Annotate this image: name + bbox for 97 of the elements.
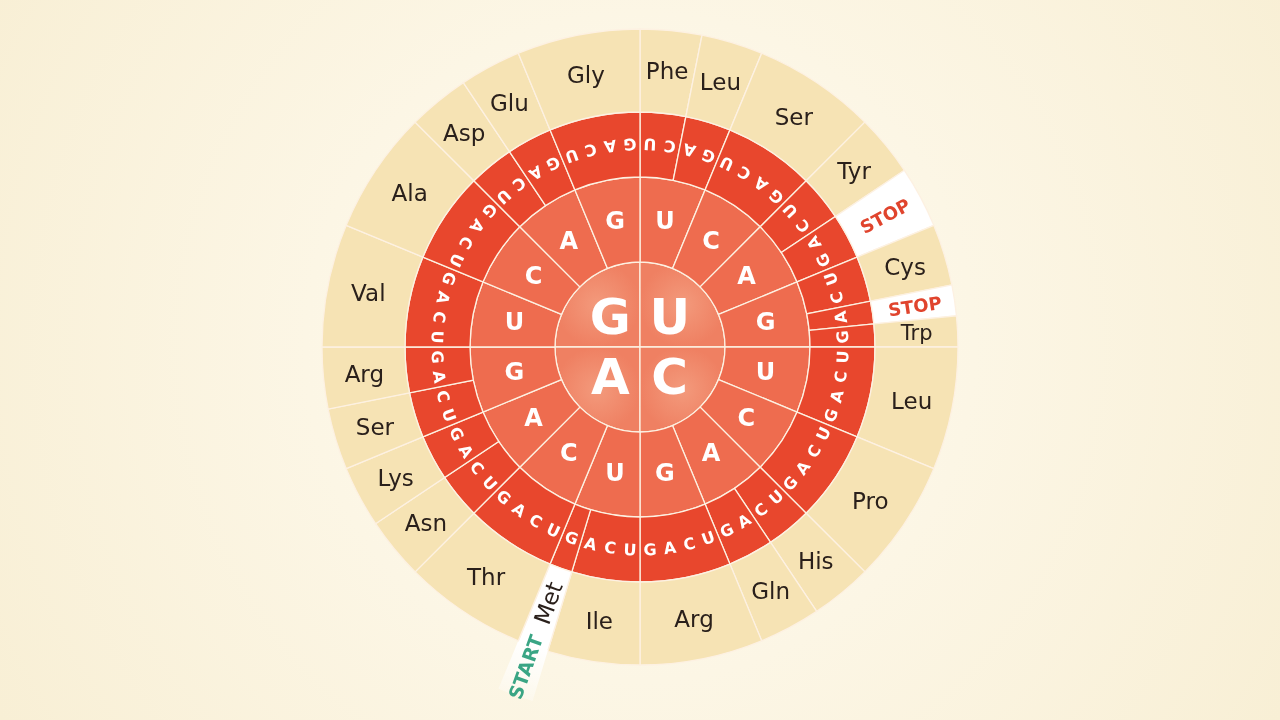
base-letter: U <box>504 308 525 337</box>
base-letter: C <box>826 289 848 306</box>
amino-acid-label: His <box>797 548 834 575</box>
amino-acid-label: Phe <box>645 58 689 85</box>
base-letter: A <box>582 533 599 555</box>
base-letter: U <box>699 527 718 550</box>
base-letter: A <box>559 226 579 255</box>
base-letter: A <box>525 161 546 185</box>
base-letter: C <box>737 404 756 433</box>
base-letter: G <box>605 207 625 236</box>
base-letter: A <box>734 509 755 533</box>
amino-acid-label: Leu <box>699 68 741 95</box>
amino-acid-label: Arg <box>674 605 714 632</box>
base-letter: A <box>681 139 698 161</box>
base-letter: G <box>819 406 843 425</box>
base-letter: U <box>832 350 853 364</box>
base-letter: U <box>812 423 835 444</box>
base-letter: G <box>437 269 461 288</box>
amino-acid-label: Arg <box>344 361 385 388</box>
amino-acid-label: Gly <box>567 62 605 89</box>
middle-ring-segment <box>482 378 581 468</box>
base-letter: C <box>524 261 543 290</box>
base-letter: A <box>432 289 454 306</box>
base-letter: A <box>590 347 630 406</box>
base-letter: U <box>543 519 564 542</box>
base-letter: A <box>602 135 618 157</box>
base-letter: U <box>643 134 657 155</box>
base-letter: U <box>445 250 468 271</box>
base-letter: A <box>454 441 478 462</box>
base-letter: G <box>642 539 657 560</box>
base-letter: G <box>504 357 525 386</box>
base-letter: C <box>582 139 599 161</box>
base-letter: U <box>649 288 690 347</box>
base-letter: G <box>832 330 853 345</box>
middle-ring-segment <box>699 378 798 468</box>
base-letter: G <box>589 288 631 347</box>
amino-acid-label: Met <box>528 578 568 628</box>
base-letter: A <box>524 404 543 433</box>
amino-acid-label: Cys <box>884 253 926 280</box>
base-letter: C <box>702 226 720 255</box>
base-letter: C <box>830 369 852 384</box>
base-letter: A <box>826 388 848 405</box>
base-letter: G <box>562 526 581 550</box>
base-letter: C <box>662 135 677 157</box>
base-letter: C <box>603 537 618 559</box>
base-letter: U <box>820 269 843 288</box>
base-letter: U <box>755 357 776 386</box>
amino-acid-label: Trp <box>900 321 933 346</box>
base-letter: U <box>427 330 448 344</box>
base-letter: U <box>655 207 675 236</box>
base-letter: G <box>716 519 737 542</box>
base-letter: G <box>812 250 835 271</box>
amino-acid-label: Leu <box>891 388 933 415</box>
base-letter: A <box>662 537 678 559</box>
amino-acid-segment <box>321 346 411 410</box>
amino-acid-label: Gln <box>751 578 790 605</box>
base-letter: G <box>623 134 638 155</box>
base-letter: G <box>445 423 468 444</box>
amino-acid-label: Val <box>351 279 386 306</box>
base-letter: G <box>655 458 675 487</box>
stop-label: STOP <box>886 291 944 321</box>
amino-acid-label: Tyr <box>837 158 871 185</box>
base-letter: G <box>699 144 718 168</box>
middle-ring-segment <box>519 406 609 505</box>
base-letter: A <box>802 232 826 253</box>
base-letter: U <box>623 539 637 560</box>
base-letter: A <box>737 261 756 290</box>
base-letter: A <box>428 369 450 385</box>
amino-acid-label: Lys <box>377 464 414 491</box>
base-letter: G <box>543 152 564 175</box>
base-letter: G <box>755 308 776 337</box>
base-letter: C <box>651 347 689 406</box>
amino-acid-label: Ala <box>391 180 428 207</box>
base-letter: C <box>428 310 450 325</box>
amino-acid-segment <box>873 315 959 348</box>
middle-ring-segment <box>671 406 761 505</box>
amino-acid-label: Asn <box>404 509 448 536</box>
middle-ring-segment <box>574 424 641 518</box>
middle-ring-segment <box>671 189 761 288</box>
base-letter: A <box>830 309 852 325</box>
amino-acid-label: Ser <box>355 414 395 441</box>
amino-acid-label: Glu <box>490 89 529 116</box>
amino-acid-label: Ile <box>585 608 613 634</box>
base-letter: C <box>681 533 698 555</box>
amino-acid-label: Thr <box>467 564 506 591</box>
amino-acid-segment <box>327 392 424 470</box>
base-letter: A <box>701 439 721 468</box>
amino-acid-label: Ser <box>774 103 813 130</box>
base-letter: U <box>562 144 581 167</box>
base-letter: C <box>560 439 578 468</box>
base-letter: U <box>716 152 737 175</box>
amino-acid-label: Pro <box>852 487 889 514</box>
base-letter: U <box>437 406 460 425</box>
amino-acid-label: Asp <box>443 119 486 146</box>
base-letter: U <box>605 458 625 487</box>
base-letter: C <box>432 388 454 405</box>
base-letter: G <box>427 349 448 364</box>
